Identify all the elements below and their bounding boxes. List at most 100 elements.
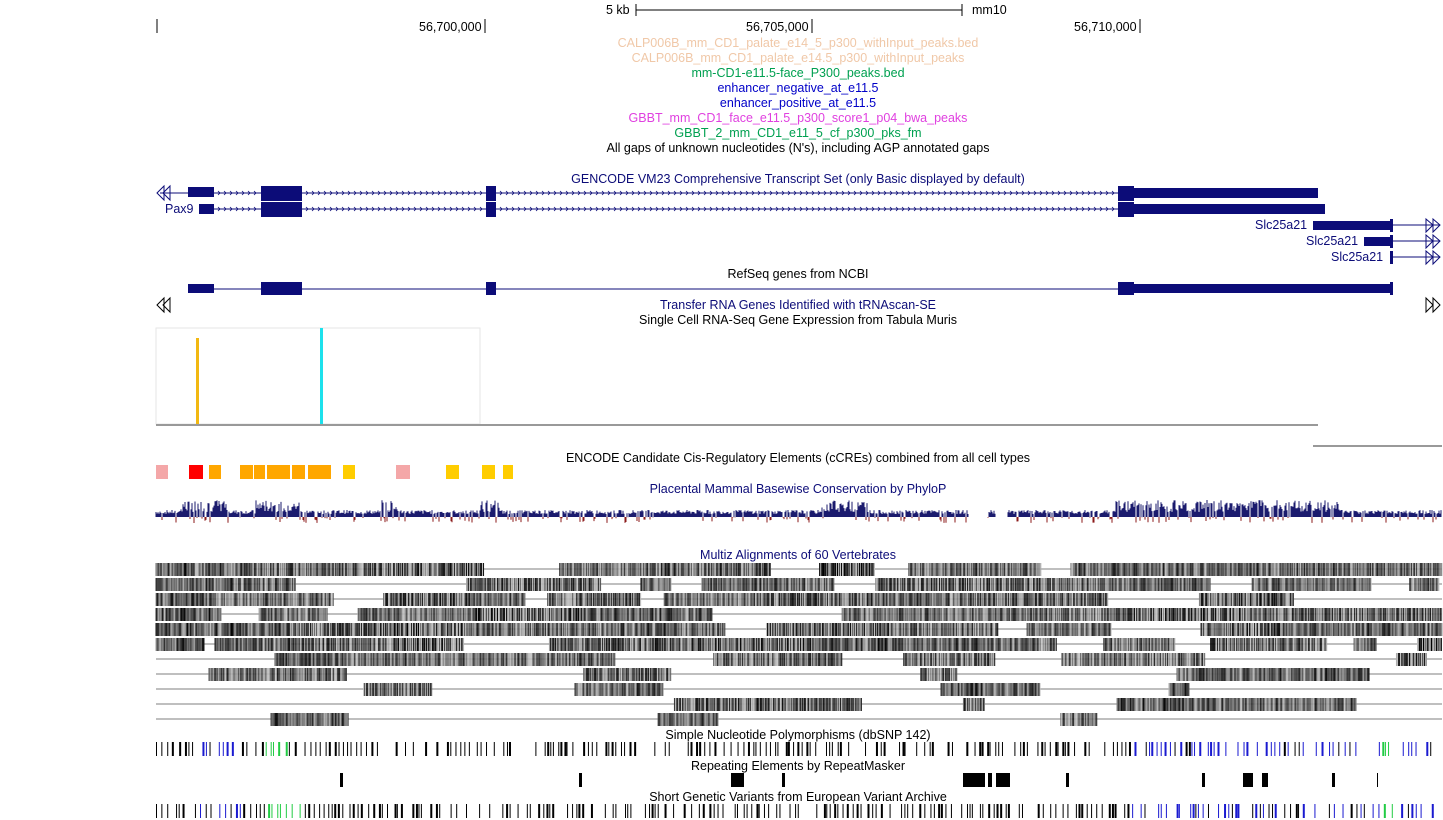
intron-chevron: [1057, 206, 1061, 212]
intron-chevron: [1111, 190, 1115, 196]
ccre-element: [209, 465, 221, 479]
intron-chevron: [709, 190, 713, 196]
intron-chevron: [1057, 190, 1061, 196]
right-arrow-icon: [1432, 296, 1441, 314]
intron-chevron: [997, 190, 1001, 196]
strand-arrow-icon: [1425, 217, 1434, 234]
refseq-track[interactable]: [188, 282, 1393, 295]
intron-chevron: [565, 190, 569, 196]
ccre-element: [308, 465, 331, 479]
intron-chevron: [1093, 206, 1097, 212]
intron-chevron: [895, 190, 899, 196]
base-position-ruler[interactable]: [156, 4, 1141, 33]
intron-chevron: [253, 206, 257, 212]
intron-chevron: [721, 190, 725, 196]
intron-chevron: [329, 190, 333, 196]
intron-chevron: [763, 206, 767, 212]
ccre-track[interactable]: [156, 465, 513, 479]
ccre-element: [503, 465, 513, 479]
intron-chevron: [745, 190, 749, 196]
intron-chevron: [613, 190, 617, 196]
intron-chevron: [643, 206, 647, 212]
intron-chevron: [577, 206, 581, 212]
intron-chevron: [565, 206, 569, 212]
intron-chevron: [229, 206, 233, 212]
right-arrow-icon: [1425, 296, 1434, 314]
intron-chevron: [311, 206, 315, 212]
intron-chevron: [679, 206, 683, 212]
intron-chevron: [1003, 190, 1007, 196]
intron-chevron: [377, 190, 381, 196]
intron-chevron: [449, 190, 453, 196]
left-arrow-icon: [162, 296, 171, 314]
intron-chevron: [901, 190, 905, 196]
intron-chevron: [733, 190, 737, 196]
intron-chevron: [353, 206, 357, 212]
intron-chevron: [613, 206, 617, 212]
intron-chevron: [769, 190, 773, 196]
intron-chevron: [937, 206, 941, 212]
intron-chevron: [535, 206, 539, 212]
intron-chevron: [467, 190, 471, 196]
intron-chevron: [847, 206, 851, 212]
intron-chevron: [1015, 190, 1019, 196]
tabula-muris-track[interactable]: [155, 327, 1442, 447]
intron-chevron: [1033, 190, 1037, 196]
gencode-track[interactable]: [156, 184, 1441, 266]
intron-chevron: [877, 190, 881, 196]
intron-chevron: [589, 190, 593, 196]
intron-chevron: [727, 206, 731, 212]
intron-chevron: [991, 206, 995, 212]
intron-chevron: [793, 190, 797, 196]
intron-chevron: [943, 206, 947, 212]
intron-chevron: [865, 206, 869, 212]
intron-chevron: [1069, 190, 1073, 196]
intron-chevron: [461, 206, 465, 212]
intron-chevron: [523, 190, 527, 196]
intron-chevron: [473, 190, 477, 196]
intron-chevron: [353, 190, 357, 196]
intron-chevron: [395, 206, 399, 212]
intron-chevron: [407, 190, 411, 196]
intron-chevron: [547, 190, 551, 196]
multiz-track[interactable]: [155, 563, 1443, 726]
intron-chevron: [1027, 206, 1031, 212]
intron-chevron: [335, 206, 339, 212]
intron-chevron: [401, 190, 405, 196]
trna-track[interactable]: [156, 296, 1441, 314]
intron-chevron: [323, 190, 327, 196]
intron-chevron: [631, 190, 635, 196]
intron-chevron: [943, 190, 947, 196]
intron-chevron: [703, 206, 707, 212]
intron-chevron: [425, 190, 429, 196]
intron-chevron: [317, 206, 321, 212]
intron-chevron: [1021, 206, 1025, 212]
intron-chevron: [811, 206, 815, 212]
intron-chevron: [601, 190, 605, 196]
intron-chevron: [931, 206, 935, 212]
intron-chevron: [553, 206, 557, 212]
intron-chevron: [859, 206, 863, 212]
intron-chevron: [455, 206, 459, 212]
intron-chevron: [715, 190, 719, 196]
intron-chevron: [443, 206, 447, 212]
intron-chevron: [541, 190, 545, 196]
intron-chevron: [419, 190, 423, 196]
intron-chevron: [1039, 206, 1043, 212]
intron-chevron: [235, 190, 239, 196]
intron-chevron: [805, 206, 809, 212]
intron-chevron: [1087, 190, 1091, 196]
intron-chevron: [383, 190, 387, 196]
intron-chevron: [877, 206, 881, 212]
intron-chevron: [359, 206, 363, 212]
intron-chevron: [1075, 190, 1079, 196]
intron-chevron: [625, 206, 629, 212]
intron-chevron: [323, 206, 327, 212]
intron-chevron: [223, 206, 227, 212]
phylop-track[interactable]: [155, 500, 1442, 523]
intron-chevron: [835, 206, 839, 212]
intron-chevron: [317, 190, 321, 196]
intron-chevron: [1009, 206, 1013, 212]
intron-chevron: [341, 206, 345, 212]
intron-chevron: [637, 206, 641, 212]
